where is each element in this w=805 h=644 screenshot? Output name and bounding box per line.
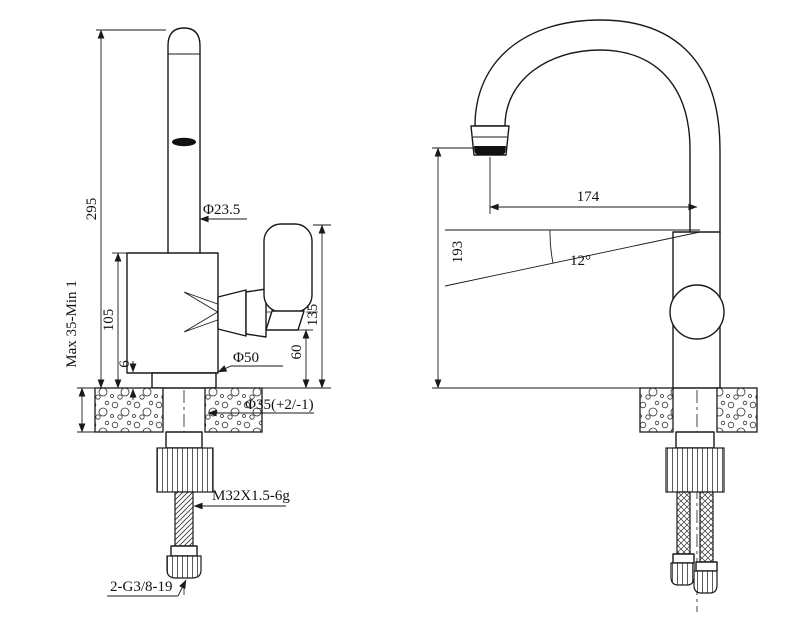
side-hose-right (699, 491, 714, 563)
front-lock-nut (156, 447, 214, 493)
front-counter-left (94, 387, 164, 433)
side-aerator (474, 146, 506, 155)
front-shank-flange (165, 431, 203, 449)
side-gooseneck-spout (474, 19, 721, 233)
dim-label-174: 174 (577, 189, 600, 205)
front-threaded-shank (174, 491, 194, 547)
dim-193: 193 (432, 147, 474, 389)
side-hose-left-nut (670, 562, 695, 586)
front-base-plate (151, 372, 217, 389)
dim-label-hole-diameter: Φ35(+2/-1) (245, 397, 314, 413)
dim-label-deck-thickness: Max 35-Min 1 (64, 280, 80, 368)
dim-label-135: 135 (305, 304, 321, 327)
dim-174: 174 (489, 157, 698, 214)
dim-spout-diameter: Φ23.5 (199, 202, 247, 223)
dim-label-60: 60 (289, 345, 305, 360)
side-counter-right (716, 387, 758, 433)
dim-295: 295 (84, 29, 166, 389)
side-view: 174 193 12° (432, 19, 758, 612)
side-hose-left (676, 491, 691, 555)
dim-swivel-angle: 12° (444, 229, 701, 287)
front-handle-grip (263, 223, 313, 313)
dim-label-hose-thread: 2-G3/8-19 (110, 579, 173, 595)
front-hose-nut (166, 555, 202, 579)
dim-label-body-diameter: Φ50 (233, 350, 259, 366)
front-handle-stem (265, 310, 305, 331)
front-body (126, 252, 219, 374)
dim-label-193: 193 (450, 241, 466, 264)
side-joint-ring (669, 284, 725, 340)
side-shank-flange (675, 431, 715, 449)
front-view: 295 105 6 Max 35-Min 1 Φ23.5 (64, 27, 331, 598)
dim-135: 135 (262, 224, 331, 389)
dim-shank-thread: M32X1.5-6g (193, 488, 290, 510)
front-spout-mark (172, 137, 196, 147)
front-handle-hub (245, 288, 267, 338)
dim-label-12deg: 12° (570, 253, 591, 269)
front-hose-collar (170, 545, 198, 557)
side-counter-left (639, 387, 674, 433)
dim-deck-thickness: Max 35-Min 1 (64, 280, 95, 433)
dim-label-6: 6 (117, 360, 133, 368)
dim-label-spout-diameter: Φ23.5 (203, 202, 240, 218)
dim-6: 6 (117, 360, 137, 400)
side-hose-right-collar (695, 561, 718, 572)
dim-label-295: 295 (84, 198, 100, 221)
front-handle-connector (217, 289, 247, 337)
dim-hole-diameter: Φ35(+2/-1) (207, 397, 314, 417)
dim-105: 105 (101, 252, 127, 389)
side-hose-left-collar (672, 553, 695, 564)
dim-label-shank-thread: M32X1.5-6g (212, 488, 290, 504)
side-lock-nut (665, 447, 725, 493)
dim-label-105: 105 (101, 309, 117, 332)
dim-body-diameter: Φ50 (217, 350, 283, 373)
dim-60: 60 (289, 329, 313, 389)
side-hose-right-nut (693, 570, 718, 594)
dim-hose-thread: 2-G3/8-19 (107, 579, 187, 597)
